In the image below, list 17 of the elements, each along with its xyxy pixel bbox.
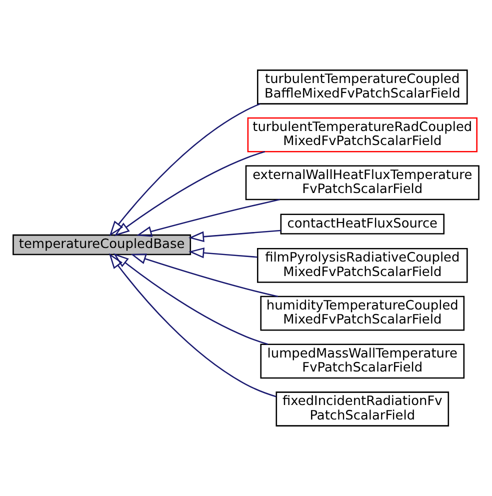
node-box: filmPyrolysisRadiativeCoupled MixedFvPatchScalarField <box>257 248 468 283</box>
arrow <box>114 151 266 236</box>
node-box: turbulentTemperatureCoupled BaffleMixedFvPatchScalarField <box>257 70 468 104</box>
node-box: fixedIncidentRadiationFv PatchScalarField <box>276 392 450 426</box>
node-box: humidityTemperatureCoupled MixedFvPatchScalarField <box>260 296 465 331</box>
arrow <box>113 253 268 345</box>
arrow <box>130 254 278 298</box>
node-box: externalWallHeatFluxTemperature FvPatchScalarField <box>245 165 480 200</box>
node-box: temperatureCoupledBase <box>12 234 192 256</box>
node-box: contactHeatFluxSource <box>280 214 445 234</box>
arrow <box>188 230 281 242</box>
arrow <box>108 253 276 398</box>
arrow <box>188 247 258 258</box>
arrow <box>136 198 280 237</box>
node-box: turbulentTemperatureRadCoupled MixedFvPatchScalarField <box>247 117 478 152</box>
node-box: lumpedMassWallTemperature FvPatchScalarField <box>260 344 465 379</box>
arrow <box>109 103 260 236</box>
